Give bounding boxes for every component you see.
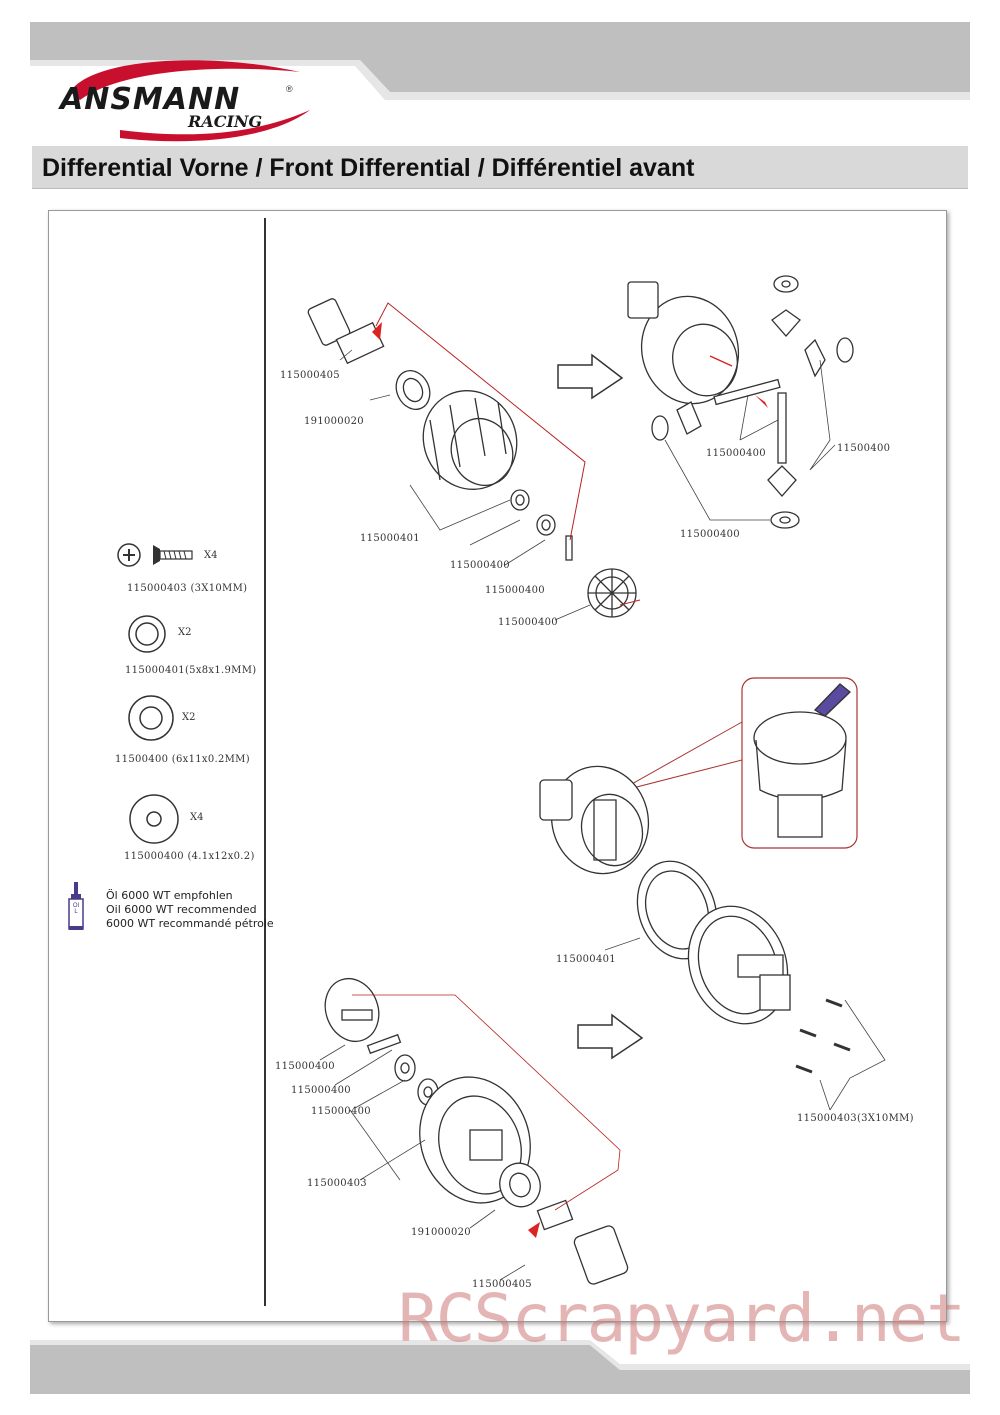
content-frame (48, 210, 947, 1322)
page-title: Differential Vorne / Front Differential … (42, 154, 695, 182)
part-label: 11500400 (6x11x0.2MM) (115, 754, 250, 765)
qty-label: X2 (178, 627, 192, 638)
callout-label: 115000400 (291, 1085, 351, 1096)
oil-note-en: Oil 6000 WT recommended (106, 903, 257, 916)
callout-label: 115000405 (280, 370, 340, 381)
qty-label: X2 (182, 712, 196, 723)
oil-note-de: Öl 6000 WT empfohlen (106, 889, 233, 902)
callout-label: 115000400 (275, 1061, 335, 1072)
callout-label: 115000403(3X10MM) (797, 1113, 914, 1124)
registered-mark: ® (286, 84, 293, 94)
callout-label: 115000400 (450, 560, 510, 571)
callout-label: 115000401 (360, 533, 420, 544)
part-label: 115000401(5x8x1.9MM) (125, 665, 257, 676)
callout-label: 115000400 (706, 448, 766, 459)
callout-label: 191000020 (411, 1227, 471, 1238)
callout-label: 115000401 (556, 954, 616, 965)
callout-label: 115000400 (498, 617, 558, 628)
callout-label: 11500400 (837, 443, 891, 454)
callout-label: 191000020 (304, 416, 364, 427)
brand-name: ANSMANN (60, 82, 241, 117)
callout-label: 115000400 (485, 585, 545, 596)
callout-label: 115000403 (307, 1178, 367, 1189)
watermark: RCScrapyard.net (398, 1280, 966, 1357)
ansmann-logo (70, 60, 310, 142)
qty-label: X4 (190, 812, 204, 823)
part-label: 115000400 (4.1x12x0.2) (124, 851, 255, 862)
column-divider (264, 218, 266, 1306)
qty-label: X4 (204, 550, 218, 561)
callout-label: 115000400 (311, 1106, 371, 1117)
callout-label: 115000405 (472, 1279, 532, 1290)
callout-label: 115000400 (680, 529, 740, 540)
title-bar (32, 146, 968, 189)
oil-note-fr: 6000 WT recommandé pétrole (106, 917, 274, 930)
brand-sub: RACING (188, 112, 263, 131)
oil-bottle-label: OIL (72, 903, 80, 915)
part-label: 115000403 (3X10MM) (127, 583, 248, 594)
